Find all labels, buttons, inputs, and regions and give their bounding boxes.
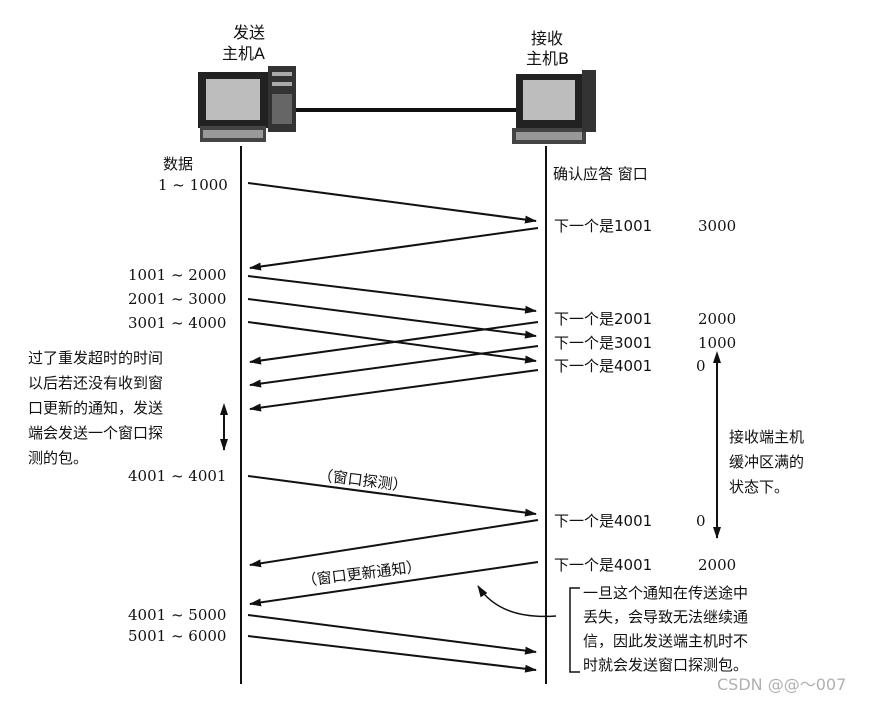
timeout-note: 过了重发超时的时间 以后若还没有收到窗 口更新的通知，发送 端会发送一个窗口探 … (28, 346, 163, 471)
sender-computer-icon (198, 66, 296, 142)
timeout-note-line: 口更新的通知，发送 (28, 399, 164, 417)
ack-arrow-3 (249, 345, 539, 388)
ack-label: 下一个是4001 (554, 556, 653, 574)
buffer-full-note-line: 缓冲区满的 (729, 453, 805, 471)
ack-label: 下一个是2001 (554, 310, 653, 328)
ack-arrow-2 (249, 321, 539, 365)
data-arrow-5 (247, 614, 537, 655)
receiver-label-line2: 主机B (526, 49, 569, 68)
probe-arrow (247, 475, 537, 517)
window-size: 3000 (698, 217, 737, 235)
lost-note-line: 信，因此发送端主机时不 (583, 632, 749, 650)
range-label: 1 ~ 1000 (158, 176, 228, 194)
range-label: 4001 ~ 4001 (128, 467, 227, 485)
window-size: 2000 (698, 556, 737, 574)
ack-arrow-1 (249, 227, 539, 271)
lost-note: 一旦这个通知在传送途中 丢失，会导致无法继续通 信，因此发送端主机时不 时就会发… (583, 581, 748, 677)
window-size: 1000 (698, 334, 737, 352)
timeout-note-line: 端会发送一个窗口探 (28, 424, 164, 442)
timeout-note-line: 测的包。 (28, 449, 89, 467)
watermark: CSDN @@～007 (717, 675, 847, 694)
range-label: 2001 ~ 3000 (128, 290, 227, 308)
ack-arrow-4 (249, 369, 539, 412)
data-arrow-6 (247, 635, 537, 673)
sender-label-line1: 发送 (233, 23, 266, 42)
window-size: 2000 (698, 310, 737, 328)
lost-note-line: 时就会发送窗口探测包。 (583, 656, 749, 674)
lost-note-line: 丢失，会导致无法继续通 (583, 608, 749, 626)
buffer-full-note-line: 接收端主机 (729, 428, 805, 446)
window-size: 0 (696, 357, 706, 375)
ack-label: 下一个是1001 (554, 217, 653, 235)
ack-label: 下一个是4001 (554, 357, 653, 375)
update-arrow (249, 561, 539, 607)
data-column-label: 数据 (163, 155, 194, 173)
timeout-note-line: 过了重发超时的时间 (28, 349, 164, 367)
sender-label-line2: 主机A (222, 44, 265, 63)
data-arrow-3 (247, 298, 537, 339)
window-size: 0 (696, 512, 706, 530)
note-bracket (569, 587, 580, 673)
lost-note-line: 一旦这个通知在传送途中 (583, 584, 749, 602)
data-arrow-1 (247, 182, 537, 224)
note-pointer (477, 585, 557, 618)
range-label: 4001 ~ 5000 (128, 606, 227, 624)
ack-label: 下一个是4001 (554, 512, 653, 530)
receiver-computer-icon (512, 70, 596, 144)
data-arrow-2 (247, 275, 537, 314)
buffer-full-note: 接收端主机 缓冲区满的 状态下。 (729, 425, 804, 500)
range-label: 3001 ~ 4000 (128, 314, 227, 332)
receiver-label-line1: 接收 (531, 29, 564, 48)
buffer-full-note-line: 状态下。 (729, 478, 790, 496)
ack-arrow-5 (249, 519, 539, 568)
range-label: 5001 ~ 6000 (128, 627, 227, 645)
ack-window-column-label: 确认应答 窗口 (553, 165, 648, 183)
ack-label: 下一个是3001 (554, 334, 653, 352)
timeout-note-line: 以后若还没有收到窗 (28, 374, 164, 392)
range-label: 1001 ~ 2000 (128, 266, 227, 284)
